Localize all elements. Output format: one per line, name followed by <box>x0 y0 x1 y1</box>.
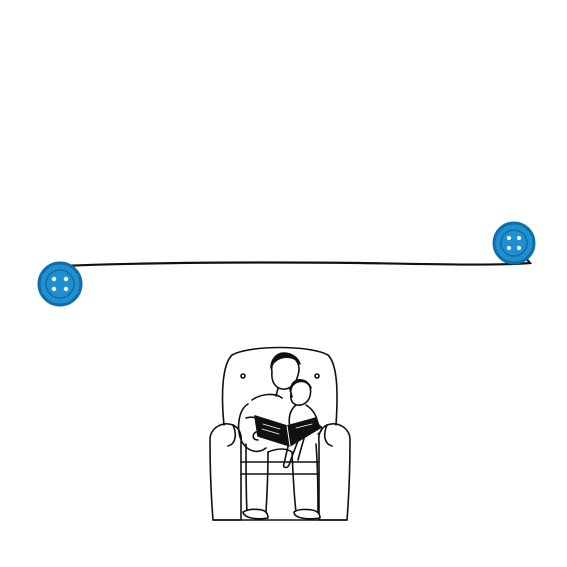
father-reading-to-child-illustration <box>209 346 351 521</box>
left-button-icon <box>37 261 83 307</box>
right-button-icon <box>492 221 536 265</box>
thread-line <box>58 246 533 268</box>
